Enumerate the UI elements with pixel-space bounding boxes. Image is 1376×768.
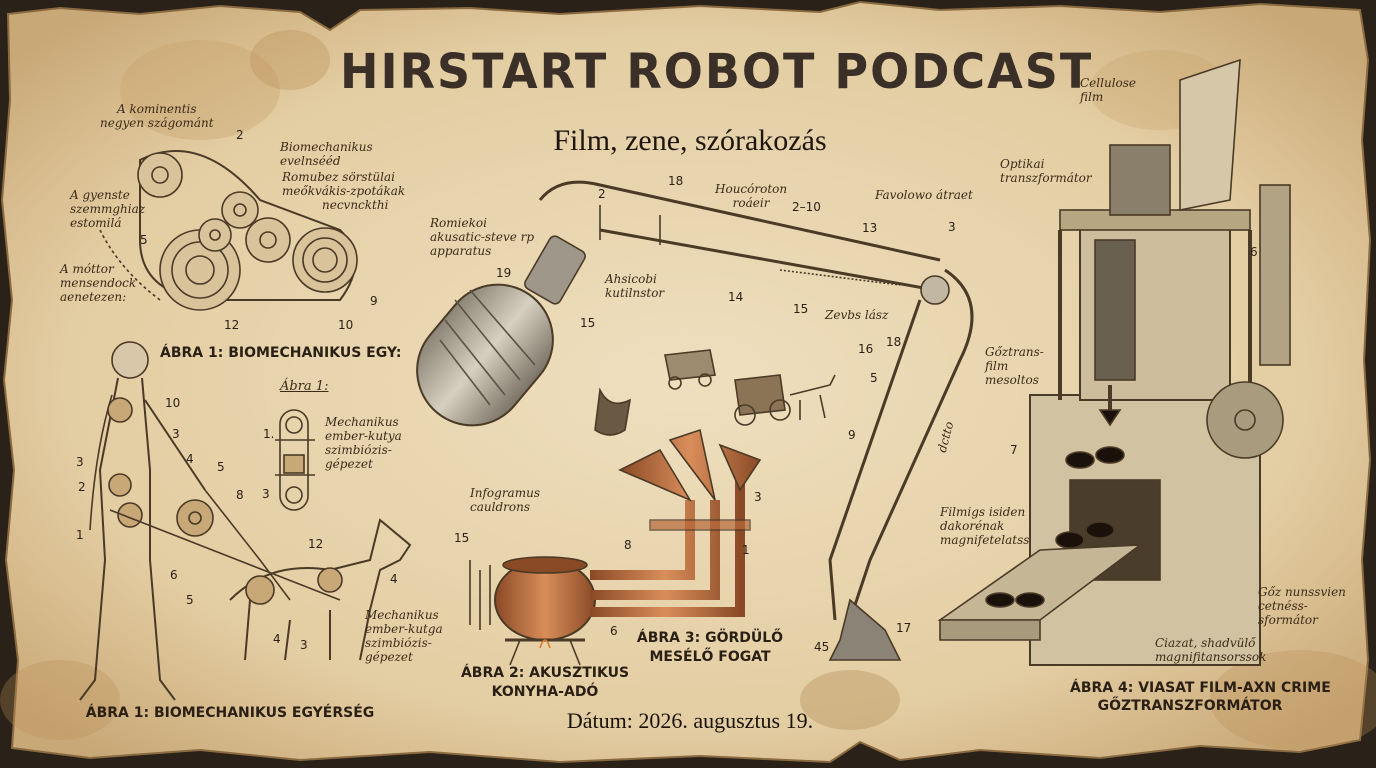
label-number: 3: [172, 427, 180, 441]
label-number: 14: [728, 290, 744, 304]
label-number: 10: [165, 396, 181, 410]
poster-subtitle: Film, zene, szórakozás: [553, 124, 827, 157]
label-number: 5: [217, 460, 225, 474]
copper-cauldron-horns: [469, 428, 762, 666]
label-number: 6: [1250, 245, 1258, 259]
label-number: 5: [140, 233, 148, 247]
label-number: 9: [848, 428, 856, 442]
label-number: 12: [224, 318, 240, 332]
label-number: 2: [598, 187, 606, 201]
label-number: 18: [886, 335, 902, 349]
caption-fig4-line1: ÁBRA 4: VIASAT FILM-AXN CRIME: [1070, 680, 1331, 696]
label-number: 1: [76, 528, 84, 542]
caption-fig3-line2: MESÉLŐ FOGAT: [649, 649, 771, 665]
label-number: 2–10: [792, 200, 821, 214]
caption-fig2-line2: KONYHA-ADÓ: [491, 684, 599, 700]
label-number: 3: [300, 638, 308, 652]
label-number: 3: [262, 487, 270, 501]
label-number: 2: [78, 480, 86, 494]
note-zevbs: Zevbs lász: [825, 308, 889, 322]
small-schematic: [275, 409, 315, 511]
label-number: 7: [1010, 443, 1018, 457]
label-number: 18: [668, 174, 684, 188]
gear-belt-assembly: [99, 150, 358, 311]
carriage-sketch: [594, 349, 836, 436]
label-number: 1.: [263, 427, 275, 441]
label-number: 6: [610, 624, 618, 638]
label-number: 5: [870, 371, 878, 385]
label-number: 15: [454, 531, 470, 545]
label-number: 4: [273, 632, 281, 646]
caption-fig1-small: Ábra 1:: [280, 379, 329, 394]
label-number: 3: [76, 455, 84, 469]
label-number: 6: [170, 568, 178, 582]
caption-fig3-line1: ÁBRA 3: GÖRDÜLŐ: [636, 630, 784, 646]
poster-title: HIRSTART ROBOT PODCAST: [340, 42, 1094, 100]
label-number: 3: [948, 220, 956, 234]
poster-date: Dátum: 2026. augusztus 19.: [566, 708, 814, 733]
label-number: 2: [236, 128, 244, 142]
label-number: 8: [236, 488, 244, 502]
label-number: 15: [580, 316, 596, 330]
label-number: 5: [186, 593, 194, 607]
note-favolowo: Favolowo átraet: [875, 188, 973, 202]
label-number: 16: [858, 342, 874, 356]
caption-fig4-line2: GŐZTRANSZFORMÁTOR: [1097, 698, 1283, 714]
caption-fig2-line1: ÁBRA 2: AKUSZTIKUS: [460, 665, 630, 681]
label-number: 19: [496, 266, 512, 280]
label-number: 12: [308, 537, 324, 551]
label-number: 9: [370, 294, 378, 308]
label-number: 4: [186, 452, 194, 466]
label-number: 13: [862, 221, 878, 235]
caption-fig1-top: ÁBRA 1: BIOMECHANIKUS EGY:: [160, 345, 402, 361]
label-number: 8: [624, 538, 632, 552]
caption-fig1-bottom: ÁBRA 1: BIOMECHANIKUS EGYÉRSÉG: [85, 705, 375, 721]
label-number: 4: [390, 572, 398, 586]
label-number: 3: [754, 490, 762, 504]
label-number: 1: [742, 543, 750, 557]
man-dog-symbiosis-figure: [79, 341, 412, 701]
label-number: 17: [896, 621, 912, 635]
label-number: 10: [338, 318, 354, 332]
label-number: 45: [814, 640, 830, 654]
microphone-boom-arm: [416, 180, 974, 661]
steam-transformer-machine: [937, 58, 1291, 666]
label-number: 15: [793, 302, 809, 316]
